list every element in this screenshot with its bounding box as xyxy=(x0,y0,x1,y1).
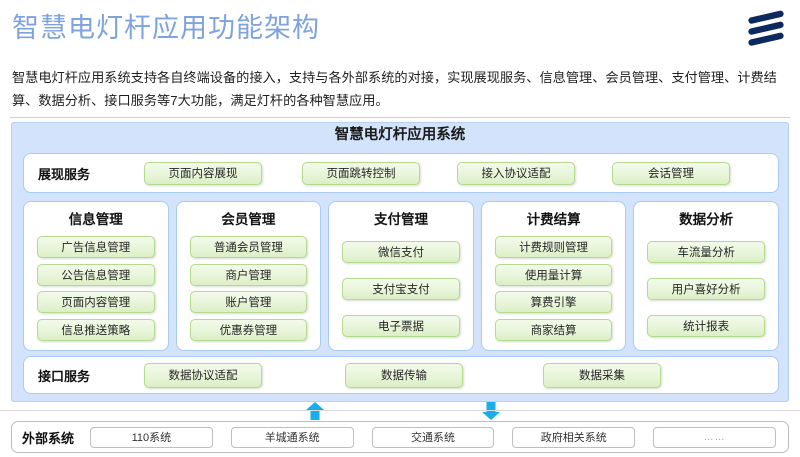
column-title: 计费结算 xyxy=(526,212,581,227)
col0-item-0[interactable]: 广告信息管理 xyxy=(36,235,155,258)
presentation-service-buttons: 页面内容展现 页面跳转控制 接入协议适配 会话管理 xyxy=(136,161,778,185)
column-items: 微信支付 支付宝支付 电子票据 xyxy=(329,232,473,350)
col2-item-1[interactable]: 支付宝支付 xyxy=(342,277,460,300)
page-title: 智慧电灯杆应用功能架构 xyxy=(12,13,320,43)
external-button-2[interactable]: 交通系统 xyxy=(371,426,495,448)
intro-paragraph: 智慧电灯杆应用系统支持各自终端设备的接入，支持与各外部系统的对接，实现展现服务、… xyxy=(12,70,777,108)
interface-button-1[interactable]: 数据传输 xyxy=(345,362,463,388)
interface-service-buttons: 数据协议适配 数据传输 数据采集 xyxy=(136,362,778,388)
presentation-button-2[interactable]: 接入协议适配 xyxy=(457,161,575,185)
interface-button-0[interactable]: 数据协议适配 xyxy=(144,362,262,388)
col3-item-2[interactable]: 算费引擎 xyxy=(494,291,613,314)
presentation-service-label: 展现服务 xyxy=(38,166,91,182)
col1-item-0[interactable]: 普通会员管理 xyxy=(189,235,308,258)
external-button-0[interactable]: 110系统 xyxy=(90,426,213,448)
col2-item-0[interactable]: 微信支付 xyxy=(342,240,460,263)
interface-button-2[interactable]: 数据采集 xyxy=(543,362,661,388)
arrow-down-icon xyxy=(481,402,501,420)
col3-item-1[interactable]: 使用量计算 xyxy=(494,263,613,286)
col4-item-0[interactable]: 车流量分析 xyxy=(647,240,766,263)
col1-item-3[interactable]: 优惠券管理 xyxy=(189,319,308,342)
external-systems-label: 外部系统 xyxy=(22,430,75,446)
external-button-4[interactable]: …… xyxy=(653,426,776,448)
external-button-1[interactable]: 羊城通系统 xyxy=(230,426,354,448)
col2-item-2[interactable]: 电子票据 xyxy=(342,314,460,337)
column-data-analysis: 数据分析 车流量分析 用户喜好分析 统计报表 xyxy=(633,201,779,351)
column-title: 数据分析 xyxy=(679,212,734,227)
column-member-management: 会员管理 普通会员管理 商户管理 账户管理 优惠券管理 xyxy=(175,201,322,351)
column-title: 支付管理 xyxy=(373,212,428,227)
column-payment-management: 支付管理 微信支付 支付宝支付 电子票据 xyxy=(328,201,474,351)
column-items: 计费规则管理 使用量计算 算费引擎 商家结算 xyxy=(482,232,626,350)
column-information-management: 信息管理 广告信息管理 公告信息管理 页面内容管理 信息推送策略 xyxy=(23,201,169,351)
external-systems-buttons: 110系统 羊城通系统 交通系统 政府相关系统 …… xyxy=(90,426,788,448)
external-button-3[interactable]: 政府相关系统 xyxy=(512,426,636,448)
header-divider xyxy=(10,117,790,118)
ericsson-logo xyxy=(744,8,788,52)
column-billing-settlement: 计费结算 计费规则管理 使用量计算 算费引擎 商家结算 xyxy=(480,201,627,351)
column-title: 会员管理 xyxy=(221,212,276,227)
external-systems-panel: 外部系统 110系统 羊城通系统 交通系统 政府相关系统 …… xyxy=(11,421,789,453)
presentation-button-1[interactable]: 页面跳转控制 xyxy=(302,161,420,185)
interface-service-label: 接口服务 xyxy=(38,368,91,384)
col3-item-0[interactable]: 计费规则管理 xyxy=(494,235,613,258)
col0-item-2[interactable]: 页面内容管理 xyxy=(36,291,155,314)
col1-item-1[interactable]: 商户管理 xyxy=(189,263,308,286)
col4-item-2[interactable]: 统计报表 xyxy=(647,314,766,337)
arrow-up-icon xyxy=(305,402,325,420)
function-columns: 信息管理 广告信息管理 公告信息管理 页面内容管理 信息推送策略 会员管理 普通… xyxy=(23,201,779,351)
col0-item-3[interactable]: 信息推送策略 xyxy=(36,319,155,342)
system-panel: 智慧电灯杆应用系统 展现服务 页面内容展现 页面跳转控制 接入协议适配 会话管理… xyxy=(11,122,789,402)
system-title: 智慧电灯杆应用系统 xyxy=(334,127,466,143)
column-items: 广告信息管理 公告信息管理 页面内容管理 信息推送策略 xyxy=(24,232,168,350)
presentation-service-row: 展现服务 页面内容展现 页面跳转控制 接入协议适配 会话管理 xyxy=(23,153,779,193)
column-title: 信息管理 xyxy=(68,212,123,227)
column-items: 普通会员管理 商户管理 账户管理 优惠券管理 xyxy=(177,232,321,350)
column-items: 车流量分析 用户喜好分析 统计报表 xyxy=(634,232,778,350)
presentation-button-3[interactable]: 会话管理 xyxy=(612,161,730,185)
col1-item-2[interactable]: 账户管理 xyxy=(189,291,308,314)
presentation-button-0[interactable]: 页面内容展现 xyxy=(144,161,262,185)
col0-item-1[interactable]: 公告信息管理 xyxy=(36,263,155,286)
col4-item-1[interactable]: 用户喜好分析 xyxy=(647,277,766,300)
external-divider xyxy=(0,410,800,411)
interface-service-row: 接口服务 数据协议适配 数据传输 数据采集 xyxy=(23,356,779,394)
col3-item-3[interactable]: 商家结算 xyxy=(494,319,613,342)
